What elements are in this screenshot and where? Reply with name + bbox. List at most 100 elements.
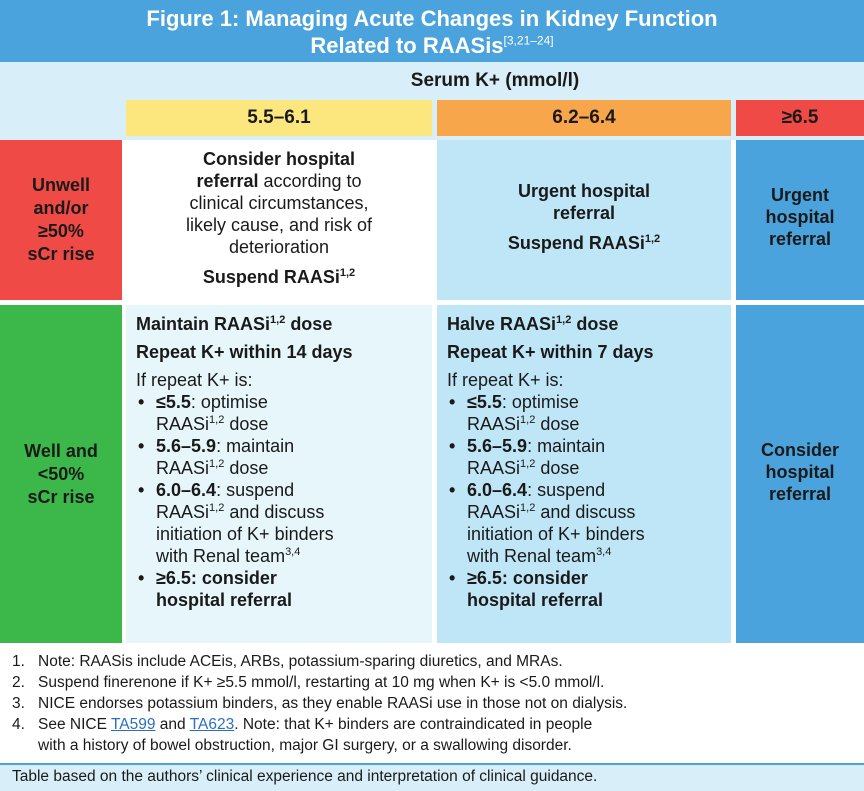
band-header-2: 6.2–6.4: [437, 100, 731, 136]
bullet-key: 6.0–6.4: [467, 480, 528, 500]
footnote-number: 2.: [12, 674, 25, 691]
bullet-icon: •: [449, 568, 456, 588]
bullet-ref: 1,2: [520, 458, 536, 470]
bullet-text: : suspend: [527, 480, 606, 500]
well-label-line: sCr rise: [27, 486, 95, 507]
bullet-text: hospital referral: [156, 590, 293, 610]
bullet-text: initiation of K+ binders: [156, 524, 334, 544]
footnote: 4.See NICE TA599 and TA623. Note: that K…: [12, 714, 864, 756]
band-header-1: 5.5–6.1: [126, 100, 432, 136]
action-text: Halve RAASi: [447, 314, 557, 334]
referral-rest-line: likely cause, and risk of: [185, 215, 373, 235]
bullet-icon: •: [138, 568, 145, 588]
suspend-text: Suspend RAASi: [507, 233, 645, 253]
bullet-text: dose: [535, 458, 580, 478]
action-tail: dose: [285, 314, 333, 334]
serum-k-label: Serum K+ (mmol/l): [410, 70, 580, 91]
footnote-number: 3.: [12, 695, 25, 712]
urgent-line: hospital: [765, 207, 835, 227]
footnotes: 1.Note: RAASis include ACEis, ARBs, pota…: [0, 643, 864, 763]
consider-line: Consider: [760, 440, 839, 460]
consider-line: referral: [768, 484, 832, 504]
cell-well-band1: Maintain RAASi1,2 dose Repeat K+ within …: [126, 305, 432, 643]
footnote: 3. NICE endorses potassium binders, as th…: [12, 693, 864, 714]
suspend-line: Suspend RAASi1,2: [437, 232, 731, 254]
row-header-well: Well and <50% sCr rise: [0, 305, 122, 643]
link-ta599[interactable]: TA599: [110, 716, 156, 733]
bullet-text: RAASi: [156, 458, 210, 478]
unwell-label-line: ≥50%: [38, 221, 84, 241]
referral-bold: referral: [196, 171, 259, 191]
title-line-2: Related to RAASis[3,21–24]: [0, 32, 864, 59]
repeat-line: Repeat K+ within 7 days: [447, 342, 654, 362]
footnote-text: NICE endorses potassium binders, as they…: [38, 695, 628, 712]
bullet-key: ≤5.5: [156, 392, 191, 412]
footnote-text: Suspend finerenone if K+ ≥5.5 mmol/l, re…: [38, 674, 605, 691]
footnote-number: 1.: [12, 653, 25, 670]
footnote: 1.Note: RAASis include ACEis, ARBs, pota…: [12, 651, 864, 672]
bullet-key: 6.0–6.4: [156, 480, 217, 500]
bullet-text: and discuss: [535, 502, 636, 522]
bullet-text: : suspend: [216, 480, 295, 500]
link-ta623[interactable]: TA623: [189, 716, 235, 733]
bullet-text: dose: [224, 458, 269, 478]
footnote-pre: See NICE: [38, 716, 111, 733]
referral-rest-line: deterioration: [228, 237, 330, 257]
cell-well-band3: Consider hospital referral: [736, 305, 864, 643]
bullet-ref: 1,2: [520, 414, 536, 426]
title-ref: [3,21–24]: [503, 33, 554, 48]
bullet-text: RAASi: [467, 458, 521, 478]
suspend-ref: 1,2: [644, 233, 661, 245]
urgent-line: referral: [768, 229, 832, 249]
referral-tail: according to: [258, 171, 362, 191]
bullet-text: RAASi: [156, 414, 210, 434]
cell-unwell-band2: Urgent hospital referral Suspend RAASi1,…: [437, 140, 731, 300]
bullet-text: ≥6.5: consider: [467, 568, 588, 588]
footer-note: Table based on the authors’ clinical exp…: [0, 765, 864, 791]
bullet-text: RAASi: [156, 502, 210, 522]
bullet-icon: •: [138, 480, 145, 500]
bullet-ref: 1,2: [209, 502, 225, 514]
action-ref: 1,2: [556, 314, 572, 326]
bullet-ref: 3,4: [596, 546, 612, 558]
bullet-text: dose: [535, 414, 580, 434]
cell-unwell-band1: Consider hospital referral according to …: [126, 140, 432, 300]
unwell-label-line: and/or: [33, 198, 89, 218]
well-label-line: Well and: [24, 440, 98, 461]
consider-line: hospital: [765, 462, 835, 482]
bullet-icon: •: [449, 392, 456, 412]
bullet-icon: •: [449, 480, 456, 500]
footnote-mid: and: [155, 716, 190, 733]
bullet-text: ≥6.5: consider: [156, 568, 277, 588]
referral-rest-line: clinical circumstances,: [189, 193, 369, 213]
bullet-key: 5.6–5.9: [156, 436, 217, 456]
footnote: 2. Suspend finerenone if K+ ≥5.5 mmol/l, …: [12, 672, 864, 693]
bullet-text: : optimise: [190, 392, 268, 412]
row-header-unwell: Unwell and/or ≥50% sCr rise: [0, 140, 122, 300]
footnote-post: . Note: that K+ binders are contraindica…: [234, 716, 593, 733]
figure-title: Figure 1: Managing Acute Changes in Kidn…: [0, 0, 864, 62]
bullet-text: and discuss: [224, 502, 325, 522]
action-ref: 1,2: [270, 314, 286, 326]
bullet-text: RAASi: [467, 414, 521, 434]
bullet-icon: •: [449, 436, 456, 456]
bullet-text: hospital referral: [467, 590, 604, 610]
bullet-icon: •: [138, 392, 145, 412]
bullet-text: RAASi: [467, 502, 521, 522]
bullet-text: dose: [224, 414, 269, 434]
bullet-ref: 1,2: [209, 414, 225, 426]
bullet-key: ≤5.5: [467, 392, 502, 412]
action-text: Maintain RAASi: [136, 314, 271, 334]
bullet-ref: 1,2: [209, 458, 225, 470]
suspend-text: Suspend RAASi: [202, 267, 340, 287]
footnote-text: See NICE TA599 and TA623. Note: that K+ …: [38, 714, 592, 756]
repeat-line: Repeat K+ within 14 days: [136, 342, 353, 362]
footnote-line2: with a history of bowel obstruction, maj…: [38, 737, 572, 754]
well-label-line: <50%: [37, 463, 85, 484]
